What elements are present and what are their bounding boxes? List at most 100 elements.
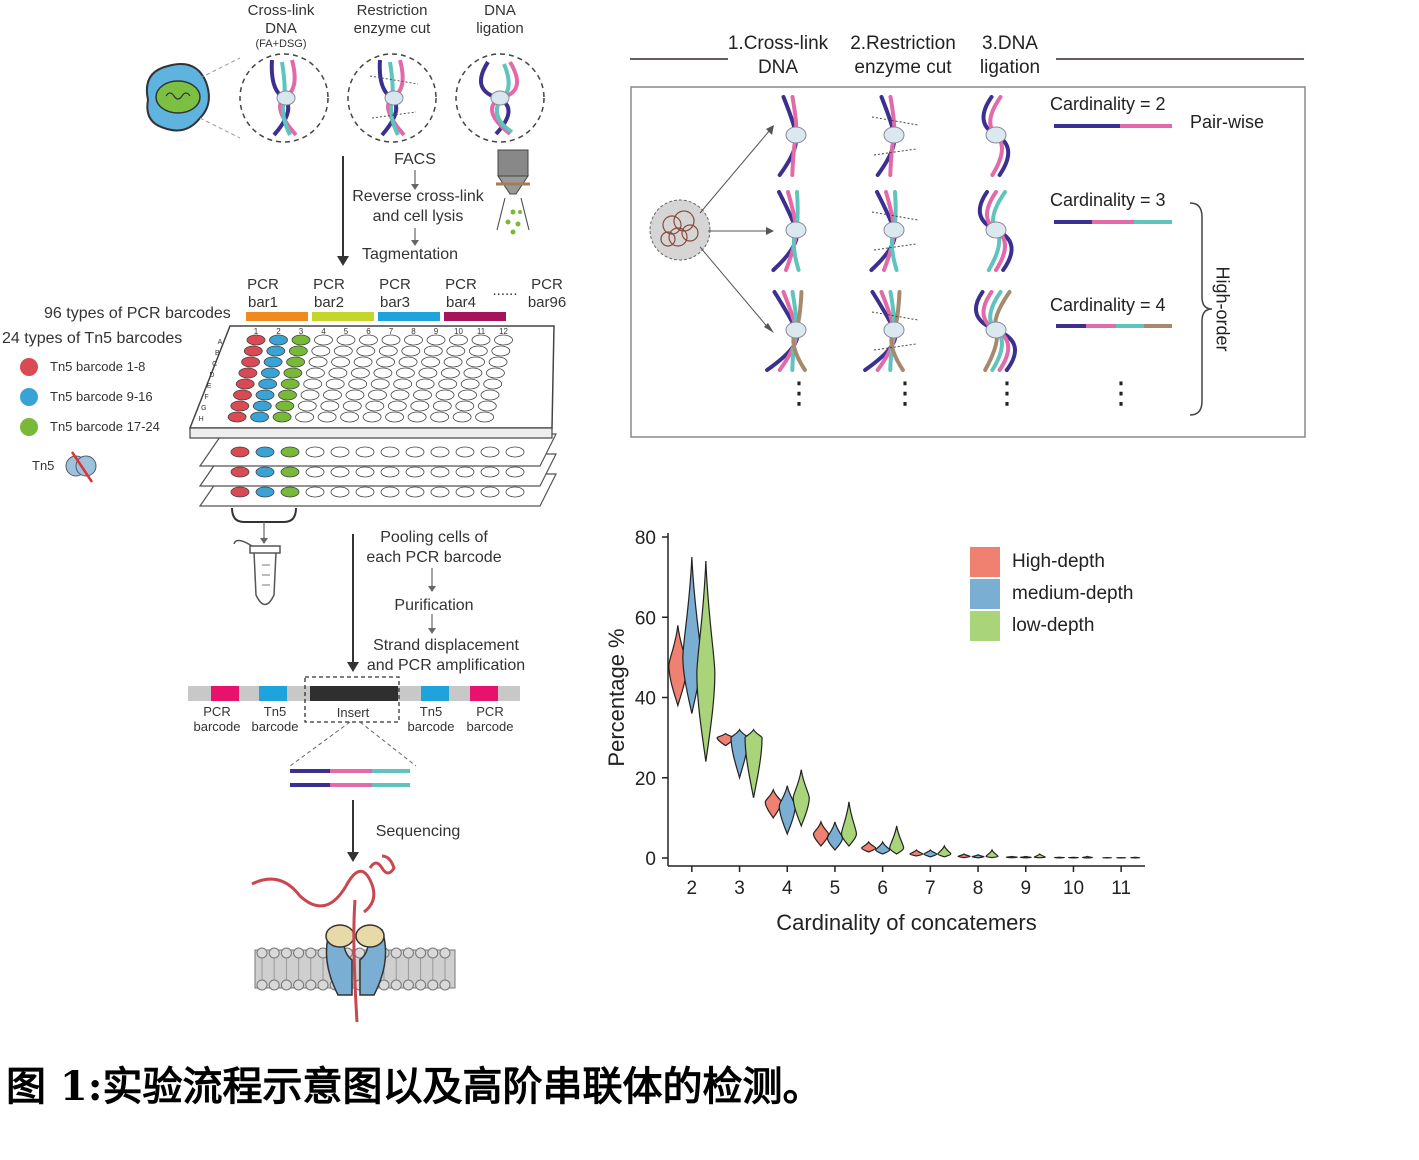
plate-well [373, 367, 393, 379]
tn5-legend-dot-red [20, 358, 38, 376]
membrane-lipid-head [268, 947, 280, 959]
ellipsis-col4: ⋮ [1106, 377, 1136, 410]
plate-well [381, 334, 401, 346]
plate-well [350, 367, 370, 379]
plate-well [255, 389, 275, 401]
cut-site [873, 243, 917, 251]
plate-well [238, 367, 258, 379]
plate-well [387, 400, 407, 412]
plate-well [491, 345, 511, 357]
violin-mark [1081, 855, 1094, 859]
plate-well [230, 400, 250, 412]
violin-mark [744, 728, 763, 798]
membrane-lipid-head [415, 979, 427, 991]
plate-well [390, 389, 410, 401]
violin-mark [985, 848, 999, 859]
violin-mark [923, 849, 938, 858]
plate-well [333, 345, 353, 357]
violin-mark [889, 825, 905, 855]
plate-col-label: 2 [276, 327, 281, 336]
plate-well [355, 486, 375, 498]
step-ligation-label: DNA ligation [476, 2, 524, 37]
plate-well [348, 378, 368, 390]
plate-well [255, 446, 275, 458]
plate-row-label: G [201, 405, 206, 412]
plate-well [423, 345, 443, 357]
plate-well [418, 367, 438, 379]
plate-well [466, 356, 486, 368]
plate-well [286, 356, 306, 368]
hierarchy-panel: 1.Cross-link DNA 2.Restriction enzyme cu… [620, 25, 1320, 445]
membrane-lipid-head [293, 947, 305, 959]
plate-well [380, 446, 400, 458]
ellipsis-col3: ⋮ [992, 377, 1022, 410]
ligation-circle [455, 53, 545, 143]
cardinality-3-label: Cardinality = 3 [1050, 190, 1166, 210]
x-tick-label: 9 [1020, 878, 1031, 899]
plate-well [376, 356, 396, 368]
plate-well [443, 356, 463, 368]
construct-label-tn5-right: Tn5 barcode [407, 704, 455, 734]
plate-col-label: 8 [411, 327, 416, 336]
restriction-cut-circle [347, 53, 437, 143]
plate-back [198, 433, 557, 467]
plate-well [288, 345, 308, 357]
membrane-lipid-head [293, 979, 305, 991]
plate-well [359, 334, 378, 346]
plate-well [356, 345, 376, 357]
plate-well [480, 486, 500, 498]
plate-well [401, 345, 421, 357]
pair-wise-label: Pair-wise [1190, 112, 1265, 132]
y-tick-label: 80 [635, 528, 656, 549]
facs-nozzle-icon [496, 149, 530, 235]
construct-label-tn5-left: Tn5 barcode [251, 704, 299, 734]
plate-well [263, 356, 283, 368]
membrane-lipid-head [439, 979, 451, 991]
plate-well [455, 486, 475, 498]
plate-well [368, 389, 387, 401]
plate-row-label: C [212, 361, 217, 368]
violin-mark [696, 561, 716, 762]
plate-well [305, 486, 325, 498]
sequencing-label: Sequencing [375, 823, 461, 840]
x-tick-label: 5 [830, 878, 841, 899]
plate-col-label: 7 [389, 327, 394, 336]
header-restriction: 2.Restriction enzyme cut [850, 33, 956, 78]
plate-well [393, 378, 413, 390]
violin-mark [1053, 856, 1066, 859]
violin-mark [1019, 855, 1032, 859]
plate-well [385, 411, 405, 423]
y-tick-label: 40 [635, 689, 656, 710]
plate-well [430, 486, 450, 498]
violin-mark [1130, 856, 1141, 859]
tn5-types-label: 24 types of Tn5 barcodes [2, 330, 183, 347]
plate-well [455, 400, 475, 412]
protein-complex [985, 126, 1007, 144]
plate-well [468, 345, 488, 357]
violin-mark [875, 840, 891, 855]
membrane-lipid-head [280, 947, 292, 959]
plate-well [430, 411, 450, 423]
x-tick-label: 8 [973, 878, 984, 899]
plate-well [233, 389, 252, 401]
x-tick-label: 10 [1063, 878, 1084, 899]
plate-well [353, 356, 373, 368]
plate-well [227, 411, 247, 423]
figure-caption: 图 1:实验流程示意图以及高阶串联体的检测。 [6, 1063, 823, 1110]
plate-well [314, 334, 333, 346]
plate-well [410, 400, 430, 412]
protein-complex [785, 221, 807, 239]
violin-mark [1033, 853, 1046, 859]
construct-label-pcr-left: PCR barcode [193, 704, 241, 734]
protein-complex [985, 321, 1007, 339]
plate-well [378, 345, 398, 357]
pcr-bar4-label: PCR bar4 [445, 276, 477, 311]
tn5-legend-label: Tn5 barcode 9-16 [50, 389, 153, 404]
plate-well [230, 486, 250, 498]
plate-row-label: H [199, 416, 204, 423]
plate-well [340, 411, 360, 423]
membrane-lipid-head [427, 979, 439, 991]
pooling-label: Pooling cells of each PCR barcode [366, 529, 502, 566]
cardinality-4-label: Cardinality = 4 [1050, 295, 1166, 315]
